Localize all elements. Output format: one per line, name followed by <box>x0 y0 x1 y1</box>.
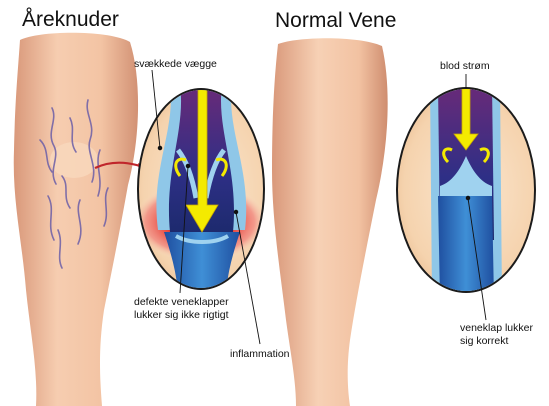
normal-vein-closeup <box>390 80 549 300</box>
label-inflammation: inflammation <box>230 348 290 361</box>
label-valve-ok: veneklap lukker sig korrekt <box>460 322 533 348</box>
label-valve-ok-line1: veneklap lukker <box>460 322 533 335</box>
label-defective-valves-line2: lukker sig ikke rigtigt <box>134 309 229 322</box>
label-blood-flow: blod strøm <box>440 60 490 73</box>
label-valve-ok-line2: sig korrekt <box>460 335 533 348</box>
label-defective-valves-line1: defekte veneklapper <box>134 296 229 309</box>
normal-lower-vein <box>438 196 494 300</box>
left-leg <box>14 33 138 406</box>
title-varicose: Åreknuder <box>22 8 119 32</box>
label-defective-valves: defekte veneklapper lukker sig ikke rigt… <box>134 296 229 322</box>
varicose-vein-closeup <box>130 80 280 300</box>
left-leg-illustration <box>14 33 146 406</box>
label-weak-walls: svækkede vægge <box>134 58 217 71</box>
title-normal-vein: Normal Vene <box>275 9 396 33</box>
